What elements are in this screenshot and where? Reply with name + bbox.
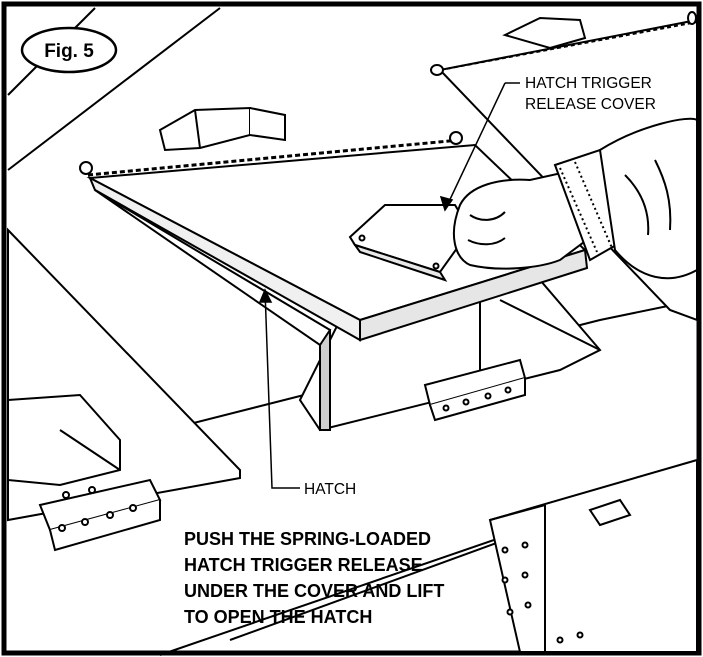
figure-badge-label: Fig. 5 bbox=[44, 41, 94, 62]
container-doors bbox=[488, 458, 698, 653]
trigger-release-cover bbox=[348, 204, 472, 282]
instruction-block: PUSH THE SPRING-LOADED HATCH TRIGGER REL… bbox=[184, 529, 444, 627]
left-hatch bbox=[7, 227, 241, 552]
gloved-hand bbox=[452, 117, 698, 280]
callout-trigger-cover-line1: HATCH TRIGGER bbox=[525, 75, 652, 92]
figure-badge: Fig. 5 bbox=[20, 26, 118, 74]
callout-trigger-cover-line2: RELEASE COVER bbox=[525, 96, 656, 113]
figure-badge-oval bbox=[20, 26, 118, 74]
hinge-bracket bbox=[423, 358, 527, 422]
instruction-line-4: TO OPEN THE HATCH bbox=[184, 607, 372, 627]
instruction-line-3: UNDER THE COVER AND LIFT bbox=[184, 581, 444, 601]
instruction-line-1: PUSH THE SPRING-LOADED bbox=[184, 529, 431, 549]
hatch-lid bbox=[79, 106, 589, 347]
instruction-line-2: HATCH TRIGGER RELEASE bbox=[184, 555, 423, 575]
callout-leaders bbox=[258, 82, 520, 489]
callout-hatch: HATCH bbox=[304, 481, 356, 498]
